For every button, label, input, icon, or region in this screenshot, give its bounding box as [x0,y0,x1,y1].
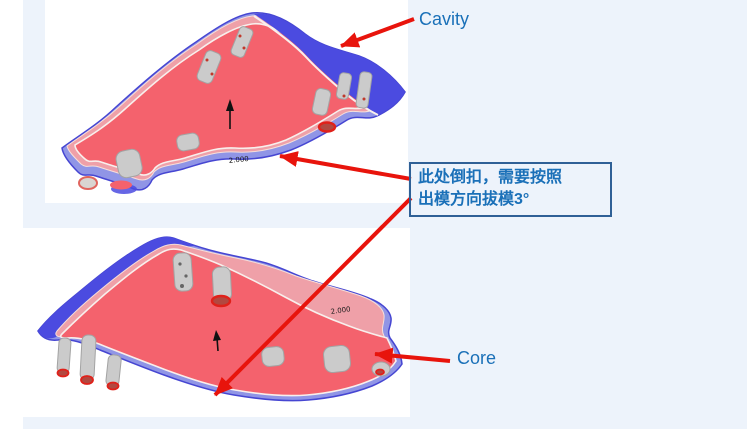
core-arrow [374,347,451,364]
callout-line-2: 出模方向拔模3° [418,191,530,209]
cavity-dimension-label: 2.000 [228,155,249,165]
cavity-red-ring [317,121,337,133]
draft-direction-arrow-icon-bottom [213,330,221,352]
core-model: 2.000 [37,236,403,402]
core-tip-ring [375,368,385,376]
undercut-callout-box: 此处倒扣，需要按照 出模方向拔模3° [409,162,612,217]
core-label: Core [457,348,497,368]
cavity-label: Cavity [419,9,470,29]
core-red-ring [210,294,232,308]
cavity-model: 2.000 [61,12,406,194]
cavity-red-bump [110,180,132,190]
core-pin-ring-2 [80,375,94,385]
core-pin-ring-3 [106,381,120,391]
cavity-arrow [340,17,415,48]
core-dimension-label: 2.000 [330,305,351,316]
left-white-strip [0,0,23,429]
draft-direction-arrow-icon-top [226,99,234,129]
undercut-arrow-bottom [213,196,413,397]
callout-line-1: 此处倒扣，需要按照 [418,169,563,186]
core-pin-ring-1 [56,368,70,378]
cavity-bosses [115,26,373,179]
cavity-side-tab [78,176,98,190]
undercut-arrow-top [279,151,412,181]
annotation-arrows [213,17,451,397]
